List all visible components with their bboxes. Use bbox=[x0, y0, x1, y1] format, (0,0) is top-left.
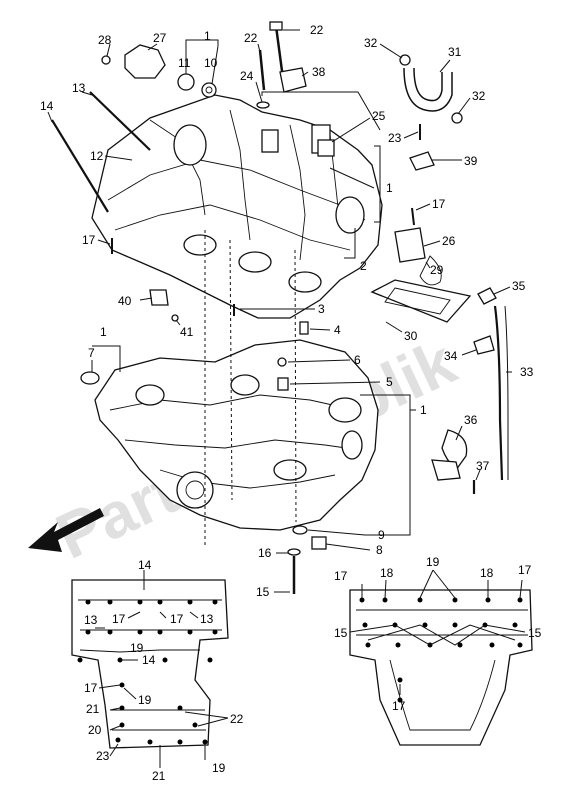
callout-36: 36 bbox=[464, 413, 478, 427]
front-direction-arrow bbox=[28, 508, 104, 552]
callout-40: 40 bbox=[118, 294, 132, 308]
callout-14: 14 bbox=[40, 99, 54, 113]
callout-19: 19 bbox=[212, 761, 226, 775]
callout-7: 7 bbox=[88, 346, 95, 360]
callout-18: 18 bbox=[380, 566, 394, 580]
callout-41: 41 bbox=[180, 325, 194, 339]
callout-17: 17 bbox=[84, 681, 98, 695]
callout-labels: 1 28 27 11 10 22 22 24 38 32 31 32 14 13… bbox=[40, 23, 542, 783]
callout-2: 2 bbox=[360, 259, 367, 273]
callout-1: 1 bbox=[100, 325, 107, 339]
callout-35: 35 bbox=[512, 279, 526, 293]
callout-38: 38 bbox=[312, 65, 326, 79]
callout-1: 1 bbox=[420, 403, 427, 417]
callout-11: 11 bbox=[178, 56, 191, 70]
callout-16: 16 bbox=[258, 546, 272, 560]
callout-29: 29 bbox=[430, 263, 444, 277]
callout-23: 23 bbox=[388, 131, 402, 145]
callout-15: 15 bbox=[334, 626, 348, 640]
callout-17: 17 bbox=[334, 569, 348, 583]
callout-14: 14 bbox=[138, 558, 152, 572]
callout-10: 10 bbox=[204, 56, 218, 70]
callout-23: 23 bbox=[96, 749, 110, 763]
callout-3: 3 bbox=[318, 302, 325, 316]
callout-21: 21 bbox=[152, 769, 166, 783]
callout-30: 30 bbox=[404, 329, 418, 343]
callout-37: 37 bbox=[476, 459, 490, 473]
callout-17: 17 bbox=[170, 612, 184, 626]
callout-13: 13 bbox=[84, 613, 98, 627]
callout-34: 34 bbox=[444, 349, 458, 363]
callout-17: 17 bbox=[82, 233, 96, 247]
callout-26: 26 bbox=[442, 234, 456, 248]
lower-crankcase bbox=[94, 339, 379, 531]
leader-lines bbox=[47, 29, 512, 593]
callout-19: 19 bbox=[138, 693, 152, 707]
callout-15: 15 bbox=[528, 626, 542, 640]
callout-18: 18 bbox=[480, 566, 494, 580]
callout-1: 1 bbox=[204, 29, 211, 43]
callout-8: 8 bbox=[376, 543, 383, 557]
callout-22: 22 bbox=[244, 31, 258, 45]
callout-22: 22 bbox=[230, 712, 244, 726]
callout-27: 27 bbox=[153, 31, 167, 45]
callout-17: 17 bbox=[518, 563, 532, 577]
callout-28: 28 bbox=[98, 33, 112, 47]
callout-22: 22 bbox=[310, 23, 324, 37]
callout-14: 14 bbox=[142, 653, 156, 667]
callout-5: 5 bbox=[386, 375, 393, 389]
callout-9: 9 bbox=[378, 528, 385, 542]
callout-20: 20 bbox=[88, 723, 102, 737]
callout-19: 19 bbox=[426, 555, 440, 569]
callout-13: 13 bbox=[72, 81, 86, 95]
callout-24: 24 bbox=[240, 69, 254, 83]
tightening-sequence-inset-left bbox=[71, 570, 229, 768]
callout-6: 6 bbox=[354, 353, 361, 367]
upper-crankcase bbox=[91, 94, 383, 319]
callout-13: 13 bbox=[200, 612, 214, 626]
callout-21: 21 bbox=[86, 702, 100, 716]
tightening-sequence-inset-right bbox=[349, 569, 533, 746]
small-parts bbox=[51, 21, 509, 594]
callout-12: 12 bbox=[90, 149, 104, 163]
callout-17: 17 bbox=[432, 197, 446, 211]
callout-17: 17 bbox=[112, 612, 126, 626]
callout-25: 25 bbox=[372, 109, 386, 123]
callout-31: 31 bbox=[448, 45, 462, 59]
callout-1: 1 bbox=[386, 181, 393, 195]
callout-19: 19 bbox=[130, 641, 144, 655]
callout-39: 39 bbox=[464, 154, 478, 168]
callout-32: 32 bbox=[364, 36, 378, 50]
callout-15: 15 bbox=[256, 585, 270, 599]
callout-33: 33 bbox=[520, 365, 534, 379]
callout-32: 32 bbox=[472, 89, 486, 103]
callout-4: 4 bbox=[334, 323, 341, 337]
callout-17: 17 bbox=[392, 699, 406, 713]
